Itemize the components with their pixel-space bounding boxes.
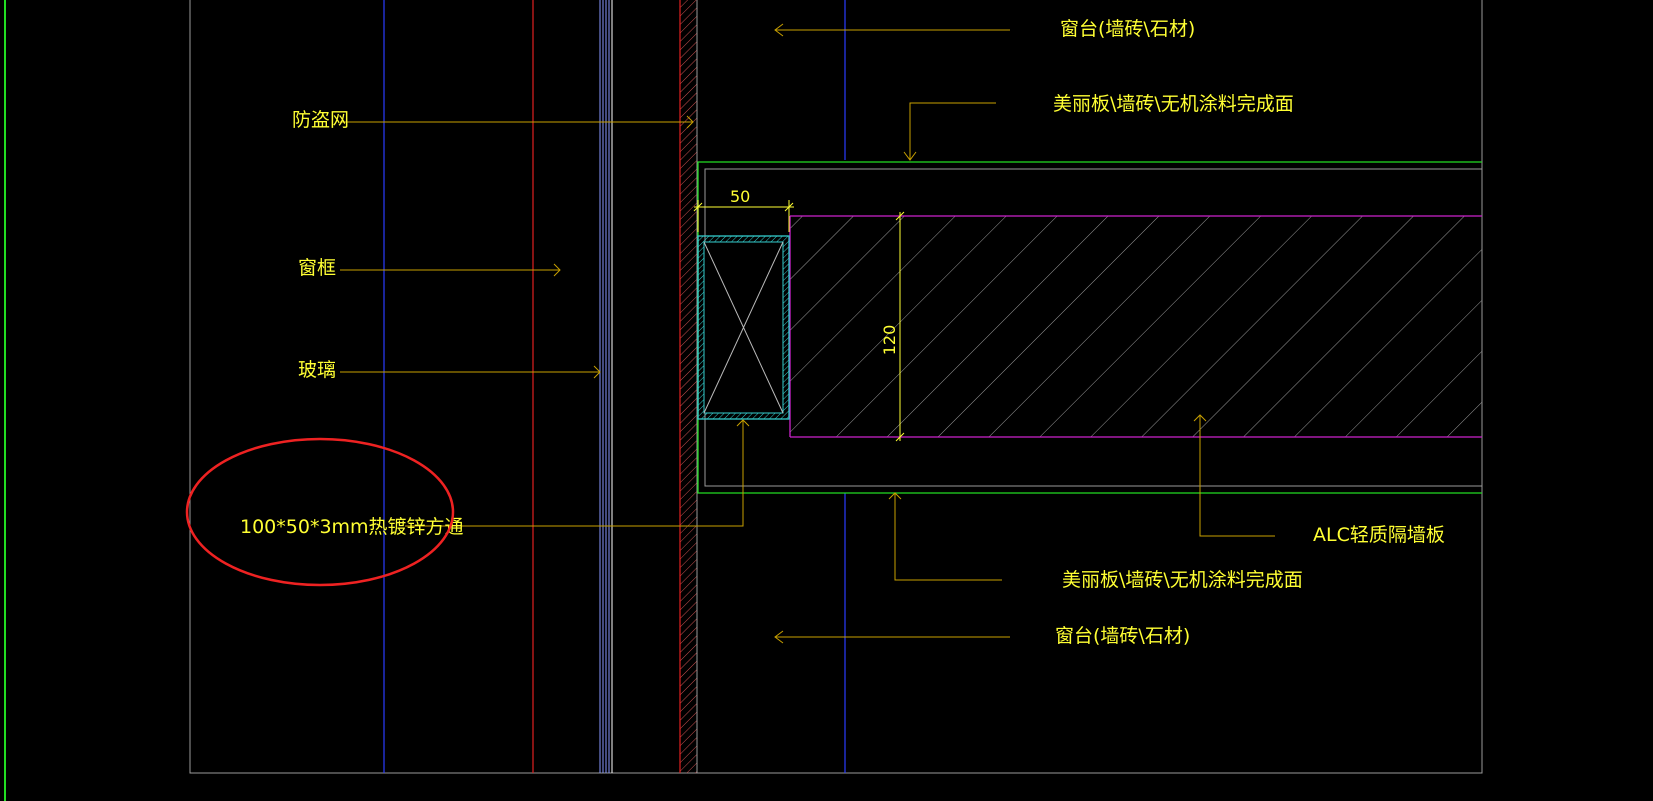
label-window-frame: 窗框 <box>298 257 336 279</box>
label-finish-top: 美丽板\墙砖\无机涂料完成面 <box>1053 93 1294 115</box>
glass-lines <box>599 0 613 773</box>
leader-lines <box>340 23 1275 644</box>
label-anti-theft-net: 防盗网 <box>292 109 349 131</box>
hatched-wall-strip <box>680 0 697 773</box>
alc-panel-hatch <box>790 216 1482 437</box>
alc-panel-outline <box>789 215 1482 438</box>
highlight-circle <box>185 437 455 587</box>
label-window-sill-top: 窗台(墙砖\石材) <box>1060 18 1195 40</box>
label-finish-bottom: 美丽板\墙砖\无机涂料完成面 <box>1062 569 1303 591</box>
dimension-width <box>693 200 794 232</box>
label-window-sill-bottom: 窗台(墙砖\石材) <box>1055 625 1190 647</box>
label-alc-panel: ALC轻质隔墙板 <box>1313 524 1445 546</box>
label-glass: 玻璃 <box>298 359 336 381</box>
label-steel-tube: 100*50*3mm热镀锌方通 <box>240 516 464 538</box>
steel-tube-section <box>697 235 790 420</box>
dimension-height <box>895 211 905 442</box>
dimension-width-text: 50 <box>730 187 750 206</box>
dimension-height-text: 120 <box>880 325 899 356</box>
